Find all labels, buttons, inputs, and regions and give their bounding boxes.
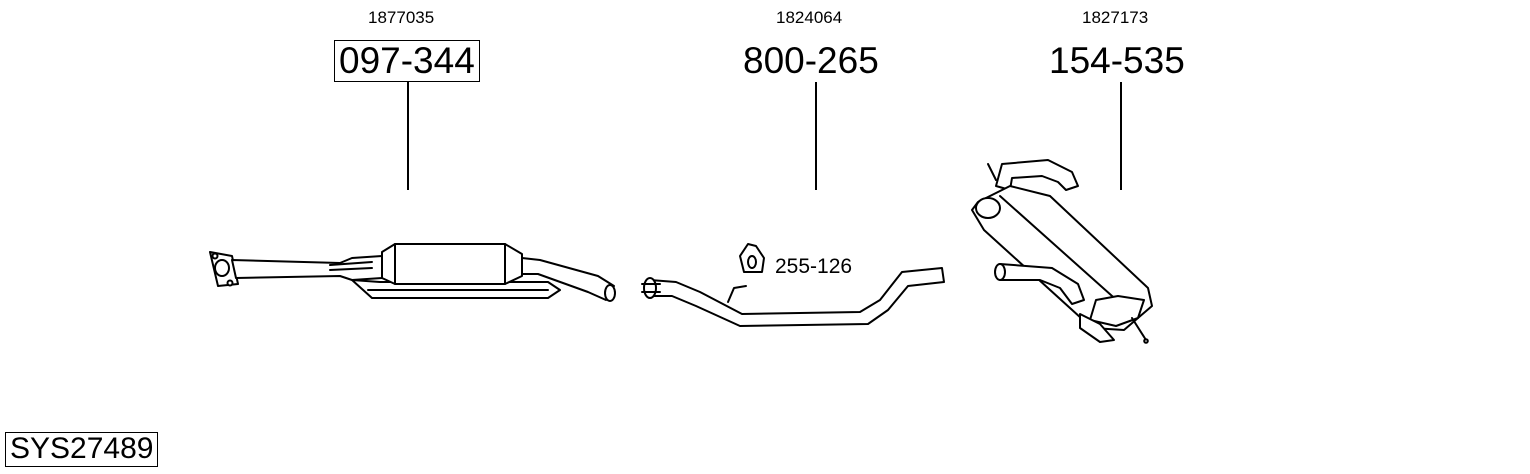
front-pipe-catalyst-drawing[interactable] (209, 243, 616, 302)
part-2-reference: 1824064 (776, 8, 843, 27)
part-1-number[interactable]: 097-344 (334, 40, 480, 82)
accessory-number[interactable]: 255-126 (775, 255, 853, 278)
part-3-number[interactable]: 154-535 (1049, 40, 1185, 81)
part-2-leader-line (815, 82, 817, 190)
system-code: SYS27489 (5, 432, 159, 467)
part-3-reference: 1827173 (1082, 8, 1149, 27)
part-1-reference: 1877035 (368, 8, 435, 27)
part-3-leader-line (1120, 82, 1122, 190)
rubber-mount-drawing[interactable] (739, 243, 765, 273)
part-1-leader-line (407, 82, 409, 190)
part-2-number[interactable]: 800-265 (743, 40, 879, 81)
intermediate-pipe-drawing[interactable] (641, 267, 945, 327)
rear-silencer-drawing[interactable] (971, 159, 1153, 344)
